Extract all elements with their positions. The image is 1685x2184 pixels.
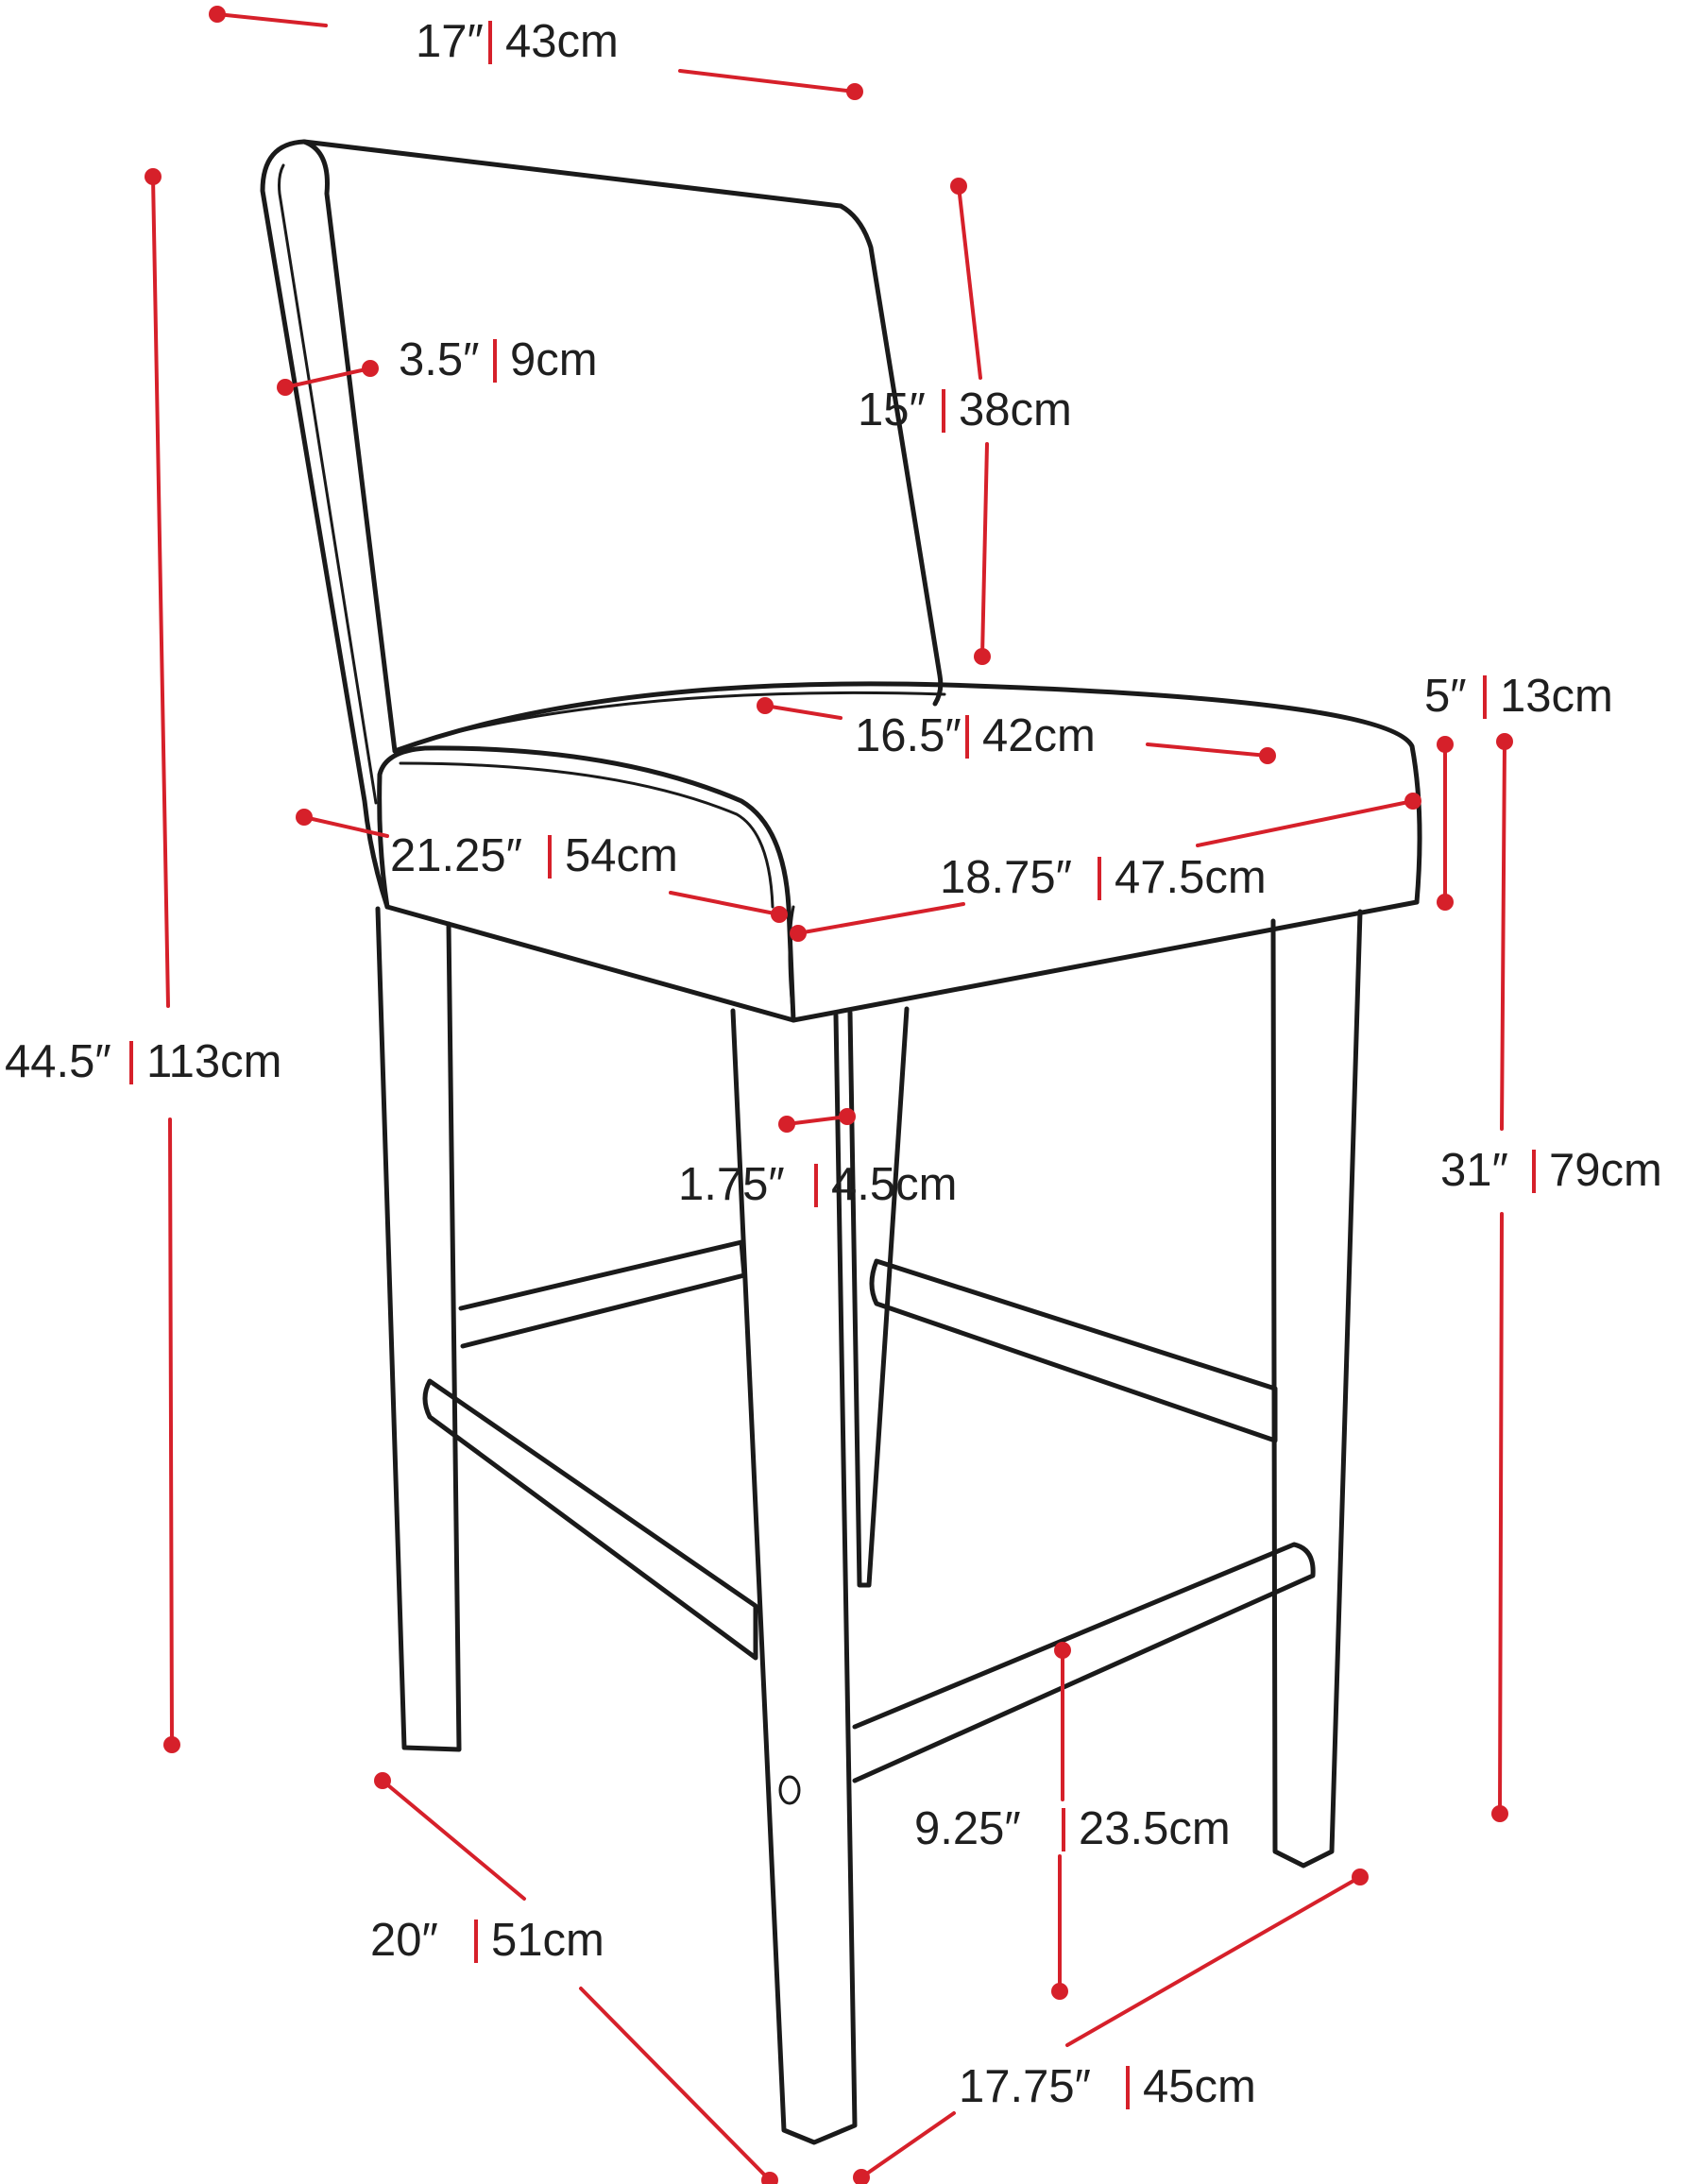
label-cm: 4.5cm (831, 1159, 957, 1210)
label-divider (129, 1041, 133, 1084)
label-cm: 45cm (1143, 2061, 1256, 2112)
dimension-labels: 17″ 43cm 15″ 38cm 3.5″ 9cm 44.5″ 113cm 1… (5, 16, 1662, 2112)
dimension-line-seat-thickness (1437, 736, 1454, 911)
dimension-line-seat-front-width (790, 793, 1421, 942)
dimension-line-back-thickness (277, 360, 379, 396)
label-inch: 21.25″ (390, 830, 522, 881)
label-inch: 31″ (1440, 1145, 1508, 1196)
label-base-depth: 20″ 51cm (370, 1915, 604, 1966)
label-seat-front-width: 18.75″ 47.5cm (940, 852, 1267, 903)
label-cm: 51cm (491, 1915, 604, 1966)
label-divider (1062, 1808, 1065, 1851)
label-divider (942, 389, 945, 433)
label-divider (965, 715, 969, 759)
label-divider (548, 835, 552, 879)
dimension-line-leg-width (778, 1108, 856, 1133)
label-base-width: 17.75″ 45cm (959, 2061, 1256, 2112)
label-inch: 20″ (370, 1915, 438, 1966)
label-back-width: 17″ 43cm (416, 16, 619, 67)
dimension-line-base-width (853, 1868, 1369, 2184)
label-cm: 43cm (505, 16, 619, 67)
label-leg-width: 1.75″ 4.5cm (678, 1159, 957, 1210)
dimension-line-back-width (209, 6, 863, 100)
dimension-line-base-depth (374, 1772, 778, 2184)
dimension-lines (145, 6, 1513, 2184)
label-inch: 15″ (858, 384, 926, 435)
label-divider (1126, 2066, 1130, 2109)
label-inch: 5″ (1424, 671, 1467, 722)
label-inch: 16.5″ (855, 710, 962, 761)
label-cm: 54cm (565, 830, 678, 881)
label-footrest-height: 9.25″ 23.5cm (914, 1803, 1231, 1854)
label-divider (493, 339, 497, 383)
label-cm: 38cm (959, 384, 1072, 435)
label-inch: 17″ (416, 16, 484, 67)
legs (375, 906, 1363, 2145)
dimension-line-footrest-height (1051, 1642, 1071, 2000)
label-cm: 79cm (1549, 1145, 1662, 1196)
label-seat-height: 31″ 79cm (1440, 1145, 1662, 1196)
label-cm: 13cm (1500, 671, 1613, 722)
label-cm: 9cm (510, 334, 598, 385)
seat-cushion (377, 681, 1422, 1023)
label-divider (1098, 857, 1101, 900)
label-inch: 3.5″ (399, 334, 479, 385)
label-seat-depth: 21.25″ 54cm (390, 830, 678, 881)
label-back-thickness: 3.5″ 9cm (399, 334, 598, 385)
label-inch: 44.5″ (5, 1036, 111, 1087)
label-divider (1483, 675, 1487, 719)
dimension-line-back-height (950, 178, 991, 665)
backrest (260, 139, 944, 910)
label-seat-thickness: 5″ 13cm (1424, 671, 1613, 722)
label-back-height: 15″ 38cm (858, 384, 1072, 435)
label-inch: 18.75″ (940, 852, 1072, 903)
label-cm: 23.5cm (1079, 1803, 1231, 1854)
label-cm: 42cm (982, 710, 1096, 761)
label-divider (1532, 1150, 1536, 1193)
label-seat-back-width: 16.5″ 42cm (855, 710, 1096, 761)
dimension-line-overall-height (145, 168, 180, 1753)
label-divider (814, 1164, 818, 1207)
rungs (422, 1239, 1316, 1783)
label-divider (474, 1920, 478, 1963)
label-divider (488, 21, 492, 64)
label-inch: 1.75″ (678, 1159, 785, 1210)
label-inch: 9.25″ (914, 1803, 1021, 1854)
dimension-line-seat-back-width (757, 697, 1276, 764)
label-overall-height: 44.5″ 113cm (5, 1036, 281, 1087)
dimension-line-seat-depth (296, 809, 788, 923)
label-cm: 47.5cm (1115, 852, 1267, 903)
label-inch: 17.75″ (959, 2061, 1091, 2112)
label-cm: 113cm (146, 1036, 281, 1087)
dimension-line-seat-height (1491, 733, 1513, 1822)
stool-drawing (260, 139, 1422, 2145)
